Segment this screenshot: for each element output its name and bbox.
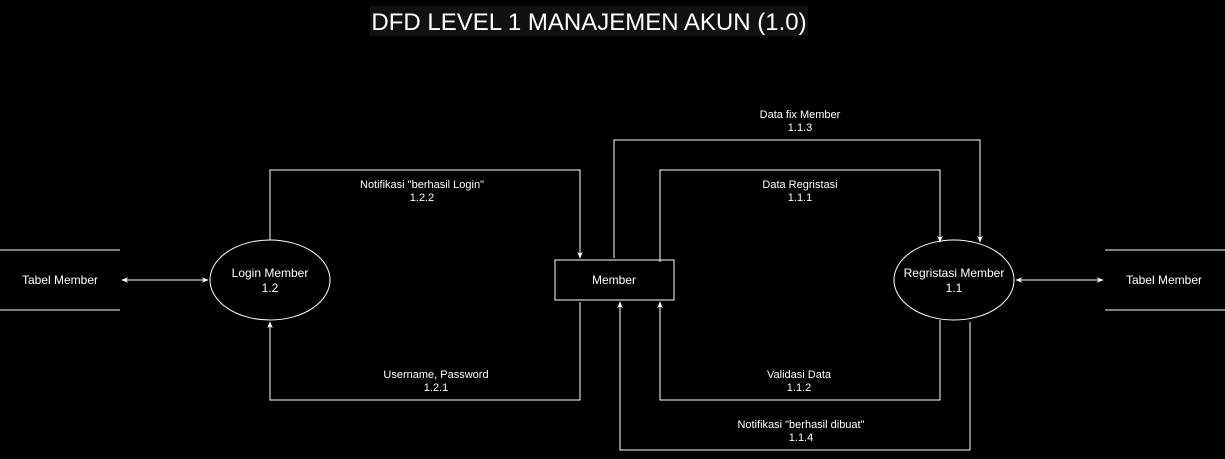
process-login-name: Login Member [232,266,309,280]
title-background [370,6,808,36]
flow-notif-login-line [269,169,583,259]
flow-validasi-label-bg [763,367,835,394]
flow-data-fix-number: 1.1.3 [788,122,812,134]
flow-username-password-label: Username, Password [383,369,488,381]
flow-notif-dibuat-label: Notifikasi "berhasil dibuat" [737,419,864,431]
flow-data-regristasi-label-bg [761,177,840,204]
process-regristasi-name: Regristasi Member [904,266,1005,280]
flow-validasi-number: 1.1.2 [787,382,811,394]
flow-notif-dibuat-label-bg [736,417,866,444]
flow-validasi-label: Validasi Data [767,369,832,381]
flow-notif-login-label-bg [360,177,484,204]
data-store-right-label: Tabel Member [1126,273,1202,287]
entity-member: Member [554,259,675,301]
flow-data-fix-label-bg [760,107,841,134]
flow-data-regristasi-line [659,169,943,262]
flow-data-fix-label: Data fix Member [760,109,841,121]
flow-notif-login-label: Notifikasi "berhasil Login" [360,179,484,191]
flow-data-regristasi-label: Data Regristasi [762,179,837,191]
data-store-right: Tabel Member [1105,249,1225,311]
flow-notif-dibuat-number: 1.1.4 [789,432,813,444]
data-store-left-label: Tabel Member [22,273,98,287]
flow-notif-login-number: 1.2.2 [410,192,434,204]
flow-data-fix-line [613,139,983,258]
process-login-member: Login Member 1.2 [209,239,331,321]
process-login-number: 1.2 [262,281,279,295]
entity-member-label: Member [592,273,636,287]
diagram-title: DFD LEVEL 1 MANAJEMEN AKUN (1.0) [371,9,806,36]
flow-validasi-line [657,301,941,401]
flow-username-password-number: 1.2.1 [424,382,448,394]
process-regristasi-member: Regristasi Member 1.1 [893,239,1015,321]
flow-username-password-label-bg [384,367,489,394]
flow-notif-dibuat-line [617,301,971,451]
flow-username-password-line [267,302,581,401]
data-store-left: Tabel Member [0,249,120,311]
flow-data-regristasi-number: 1.1.1 [788,192,812,204]
process-regristasi-number: 1.1 [946,281,963,295]
